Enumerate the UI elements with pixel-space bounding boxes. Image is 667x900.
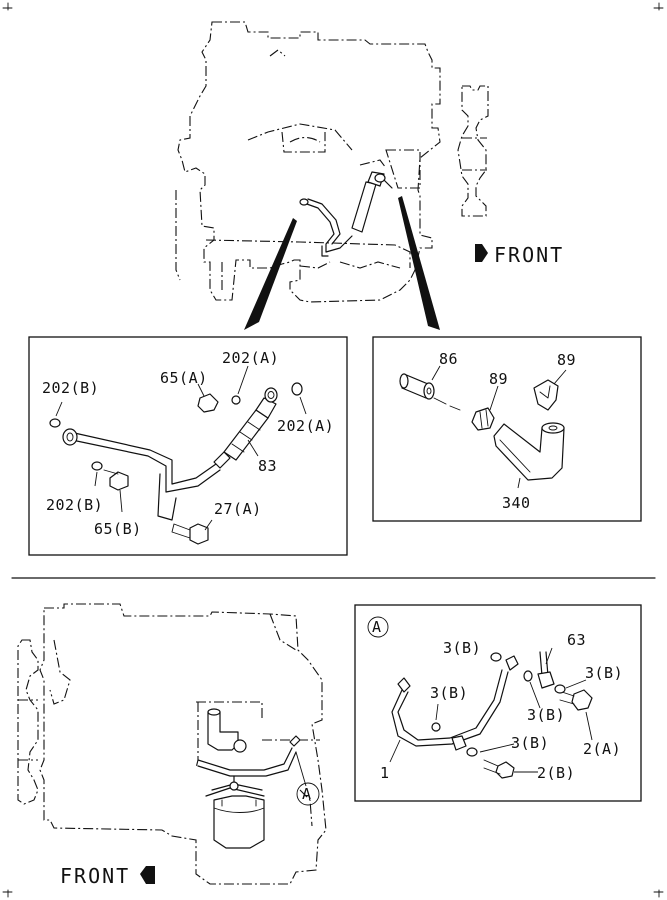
label-63: 63: [567, 631, 586, 649]
label-202b-upper: 202(B): [42, 379, 99, 397]
callout-letter: A: [302, 785, 312, 803]
label-340: 340: [502, 494, 531, 512]
detail-letter: A: [372, 618, 382, 636]
label-89-right: 89: [557, 351, 576, 369]
front-arrow-icon: [475, 244, 488, 262]
label-65a: 65(A): [160, 369, 208, 387]
label-1: 1: [380, 764, 390, 782]
detail-box-top-right: 86 89 89 340: [372, 336, 642, 522]
label-2a: 2(A): [583, 740, 621, 758]
front-indicator-bottom: FRONT: [60, 864, 155, 888]
detail-box-top-left: 202(B) 65(A) 202(A) 202(A) 83 202(B) 65(…: [28, 336, 348, 556]
label-2b: 2(B): [537, 764, 575, 782]
detail-letter-circle-icon: [367, 616, 389, 638]
front-indicator-top: FRONT: [475, 243, 564, 267]
label-202a-right: 202(A): [277, 417, 334, 435]
label-27a: 27(A): [214, 500, 262, 518]
pointer-wedge-right: [398, 196, 440, 330]
engine-outline-bottom: [39, 603, 327, 885]
label-3b-mid: 3(B): [430, 684, 468, 702]
callout-a: A: [295, 751, 320, 806]
label-83: 83: [258, 457, 277, 475]
front-label-bottom: FRONT: [60, 864, 130, 888]
label-86: 86: [439, 350, 458, 368]
label-202b-lower: 202(B): [46, 496, 103, 514]
detail-box-a: A 3(B) 63 3(B) 3(B) 3(B): [354, 604, 642, 802]
label-3b-top: 3(B): [443, 639, 481, 657]
pointer-wedge-left: [244, 218, 297, 330]
front-arrow-icon: [140, 866, 155, 884]
label-3b-right: 3(B): [585, 664, 623, 682]
label-89-middle: 89: [489, 370, 508, 388]
engine-outline-top: [175, 21, 441, 303]
callout-circle-icon: [296, 782, 320, 806]
label-3b-bottom: 3(B): [511, 734, 549, 752]
front-label-top: FRONT: [494, 243, 564, 267]
label-202a-upper: 202(A): [222, 349, 279, 367]
fan-outline: [457, 85, 489, 217]
engine-oil-pipe: [299, 171, 393, 257]
fan-outline-bottom: [17, 639, 39, 805]
label-65b: 65(B): [94, 520, 142, 538]
label-3b-lower: 3(B): [527, 706, 565, 724]
engine-bottom-piping: [197, 708, 301, 849]
